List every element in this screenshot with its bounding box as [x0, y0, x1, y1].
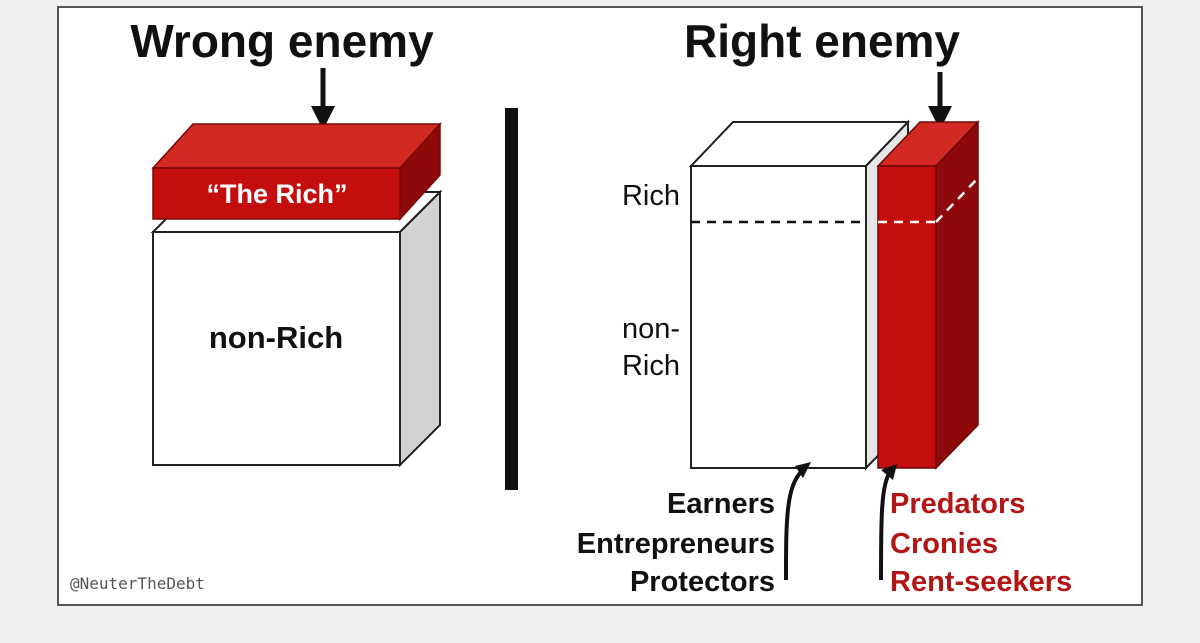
- white-column: [688, 119, 911, 471]
- non-rich-box-front: [152, 231, 401, 466]
- non-rich-label-line2: Rich: [622, 350, 680, 382]
- bad-list-item: Rent-seekers: [890, 566, 1072, 598]
- predators-arrow: [879, 464, 897, 581]
- good-list-item: Entrepreneurs: [577, 528, 775, 560]
- red-side-divider-line: [935, 177, 979, 223]
- non-rich-box-side: [399, 189, 441, 468]
- right-title: Right enemy: [684, 15, 960, 67]
- left-title: Wrong enemy: [130, 15, 434, 67]
- rich-label: Rich: [622, 180, 680, 212]
- left-down-arrow: [311, 68, 335, 130]
- good-list-item: Earners: [667, 488, 775, 520]
- the-rich-label: “The Rich”: [206, 179, 347, 209]
- credit-handle: @NeuterTheDebt: [70, 574, 205, 593]
- bad-list-item: Cronies: [890, 528, 998, 560]
- non-rich-label: non-Rich: [209, 320, 343, 355]
- bad-list-item: Predators: [890, 488, 1025, 520]
- right-down-arrow: [928, 72, 952, 130]
- good-list-item: Protectors: [630, 566, 775, 598]
- non-rich-label-line1: non-: [622, 313, 680, 345]
- red-column: [876, 120, 980, 470]
- earners-arrow: [784, 462, 811, 581]
- the-rich-slab: [151, 122, 442, 221]
- center-divider: [505, 108, 518, 490]
